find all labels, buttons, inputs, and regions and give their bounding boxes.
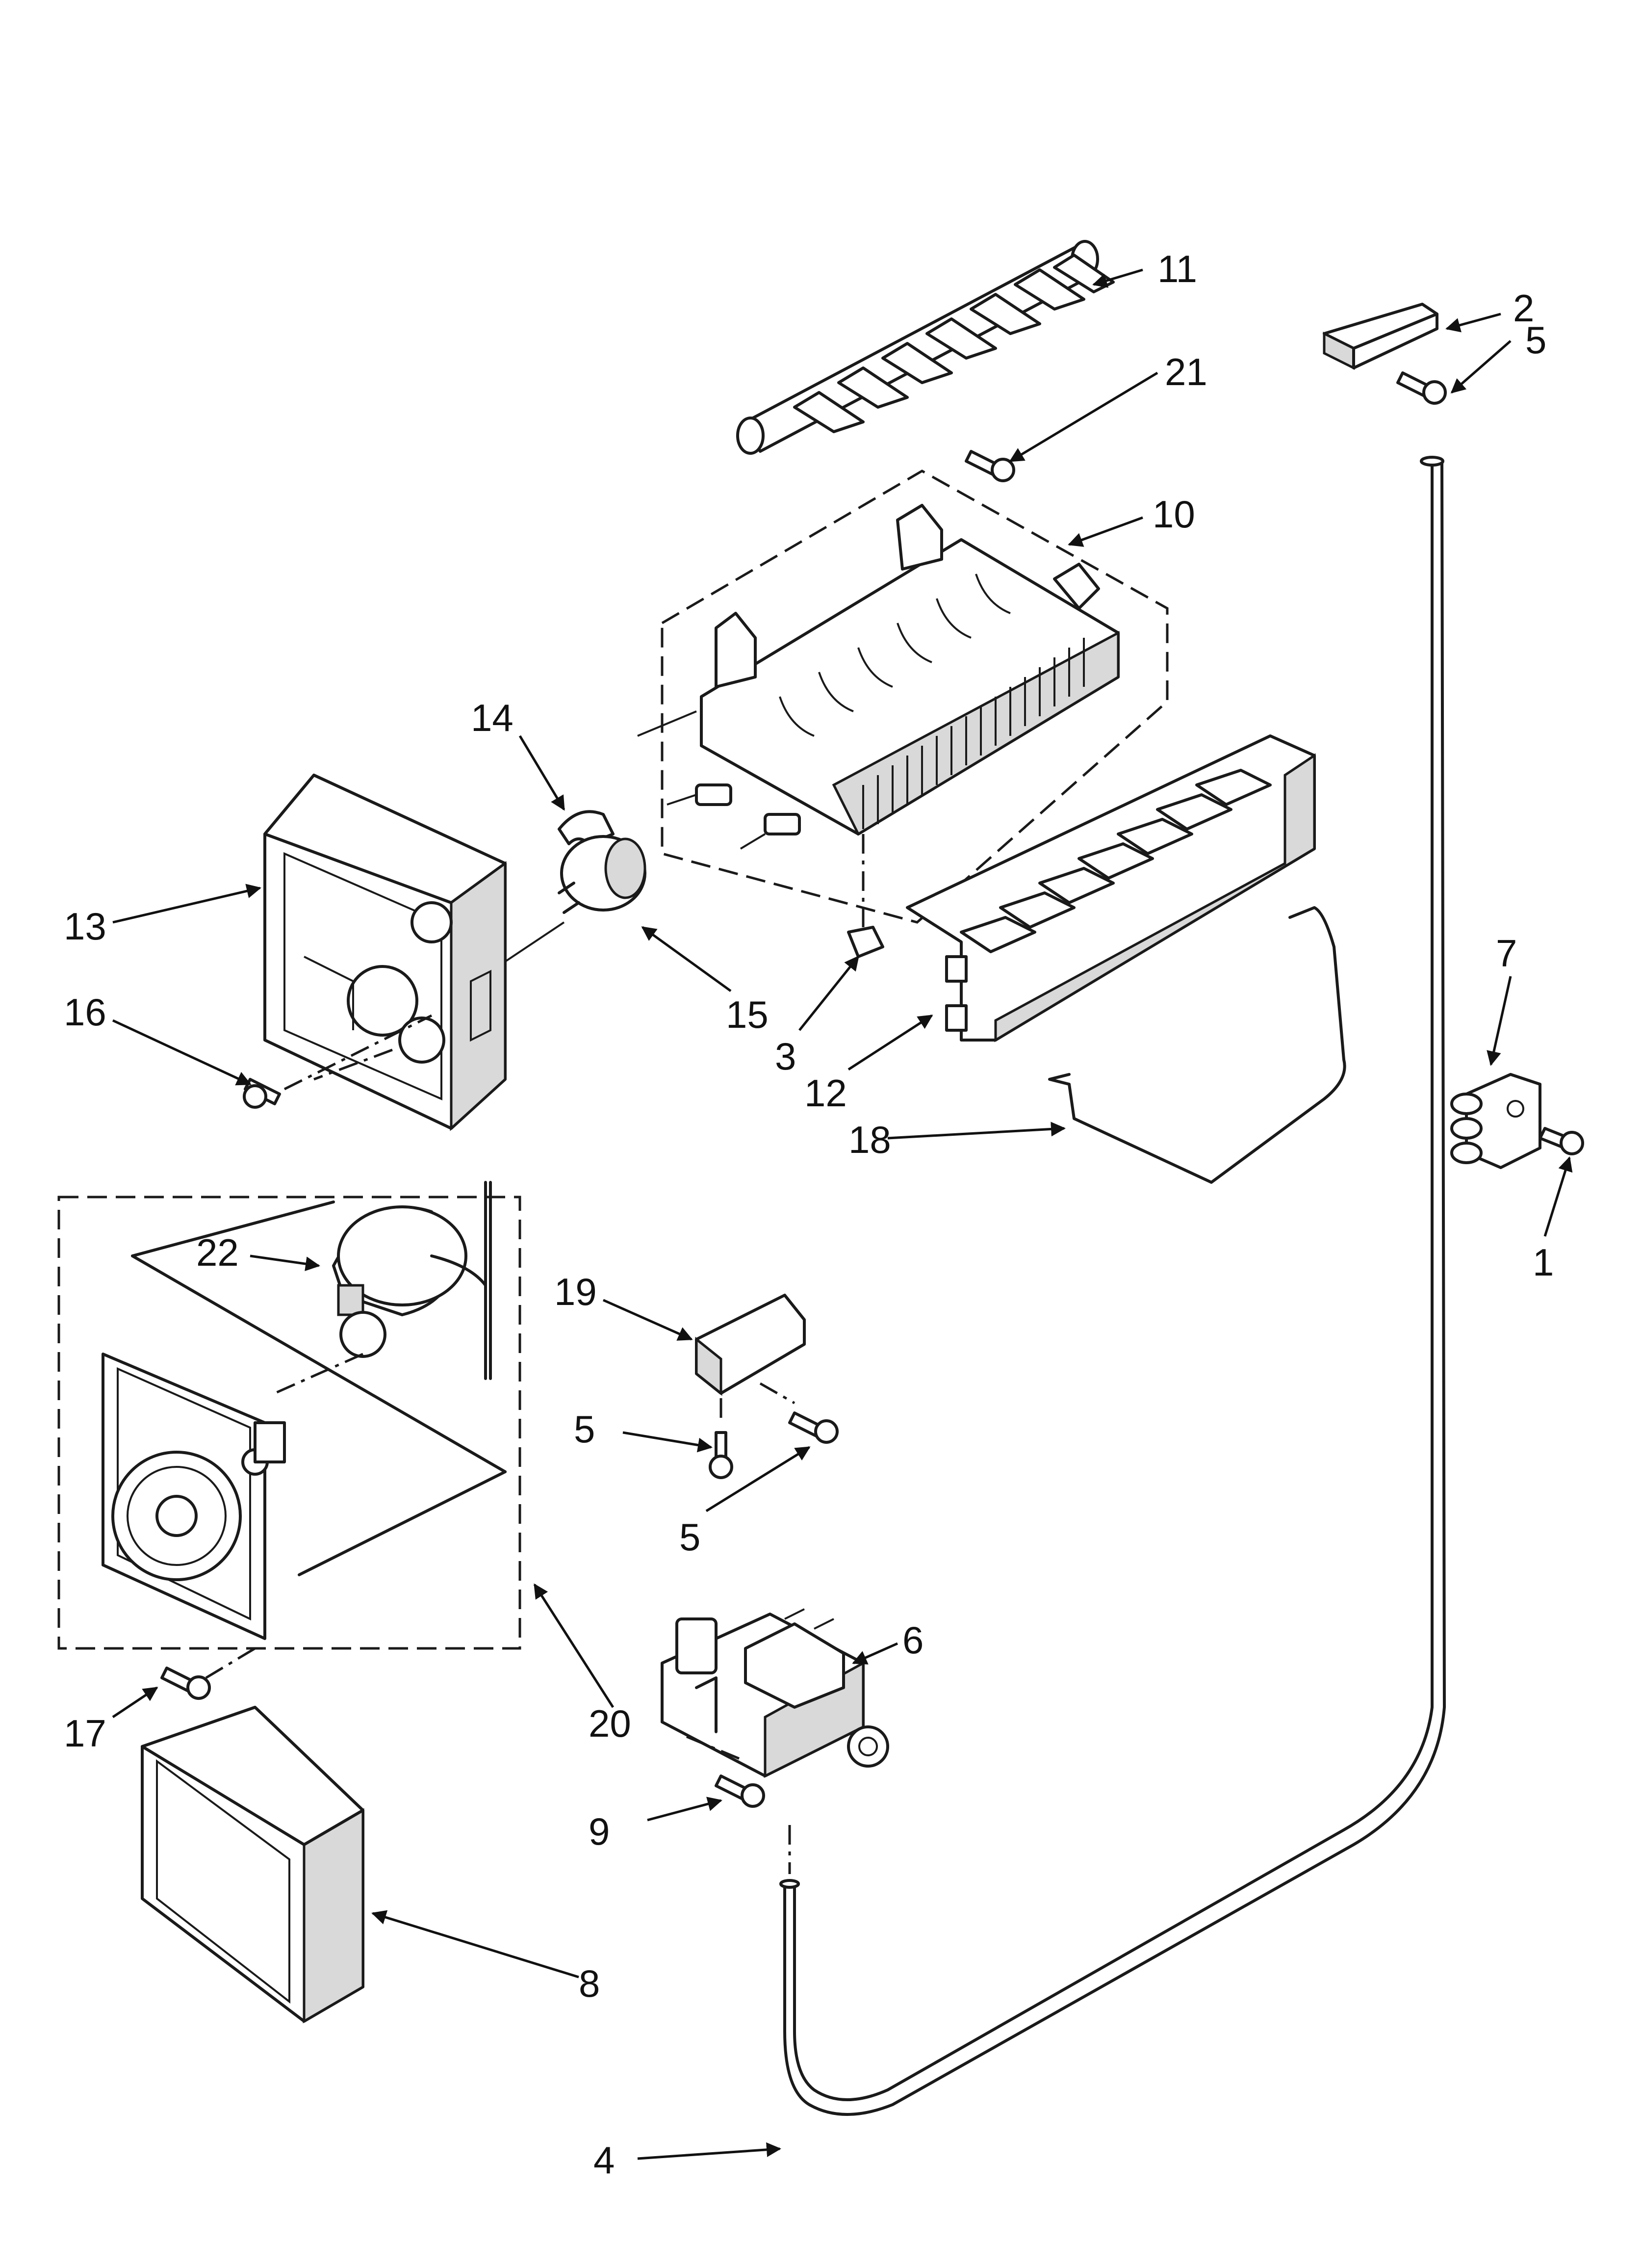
part-16-screw[interactable] (243, 1014, 433, 1109)
callout-1: 1 (1533, 1241, 1554, 1284)
part-19-bracket[interactable] (695, 1294, 806, 1423)
part-4-water-tube[interactable] (779, 456, 1446, 2116)
callout-2: 2 (1513, 287, 1534, 330)
part-12-stripper[interactable] (906, 734, 1316, 1043)
callout-16: 16 (64, 991, 106, 1034)
callout-19: 19 (554, 1270, 597, 1313)
part-6-water-valve[interactable] (661, 1608, 889, 1778)
callout-20: 20 (589, 1702, 631, 1745)
part-18-bail-arm[interactable] (1048, 906, 1346, 1184)
part-20-motor-module-assembly[interactable] (57, 1196, 521, 1650)
callout-11: 11 (1157, 247, 1197, 290)
part-22-drive-motor[interactable] (274, 1181, 492, 1395)
callout-8: 8 (579, 1962, 600, 2005)
part-10-ice-mold-assembly[interactable] (637, 469, 1169, 924)
callout-7: 7 (1496, 932, 1517, 975)
part-5-screw-top[interactable] (1396, 371, 1447, 405)
part-11-ejector-shaft[interactable] (736, 240, 1115, 455)
callout-3: 3 (775, 1035, 796, 1078)
part-3-clip[interactable] (847, 834, 884, 958)
callout-labels: 11 2 5 21 10 14 13 15 3 12 16 18 7 1 22 … (64, 247, 1554, 2182)
callout-22: 22 (196, 1231, 239, 1274)
callout-15: 15 (726, 993, 769, 1036)
part-1-screw[interactable] (1539, 1127, 1584, 1155)
callout-5: 5 (574, 1408, 595, 1451)
part-21-screw[interactable] (965, 450, 1015, 482)
part-9-screw[interactable] (715, 1774, 765, 1808)
callout-5: 5 (1525, 318, 1546, 362)
part-7-clamp[interactable] (1450, 1073, 1541, 1169)
part-13-control-housing[interactable] (263, 774, 507, 1131)
callout-13: 13 (64, 905, 106, 948)
callout-5: 5 (679, 1515, 700, 1559)
callout-21: 21 (1165, 350, 1207, 393)
part-2-bracket[interactable] (1323, 303, 1438, 370)
part-5-screw-left[interactable] (709, 1431, 733, 1479)
part-8-front-cover[interactable] (141, 1706, 364, 2024)
callout-17: 17 (64, 1712, 106, 1755)
callout-6: 6 (902, 1618, 924, 1662)
callout-10: 10 (1153, 493, 1195, 536)
callout-4: 4 (593, 2138, 615, 2182)
callout-12: 12 (804, 1071, 847, 1115)
callout-14: 14 (471, 696, 513, 739)
callout-18: 18 (848, 1118, 891, 1161)
part-5-screw-right[interactable] (788, 1411, 839, 1444)
part-15-thermostat[interactable] (504, 835, 646, 963)
callout-9: 9 (589, 1810, 610, 1853)
part-17-screw[interactable] (160, 1647, 256, 1700)
leader-lines (112, 268, 1573, 2160)
